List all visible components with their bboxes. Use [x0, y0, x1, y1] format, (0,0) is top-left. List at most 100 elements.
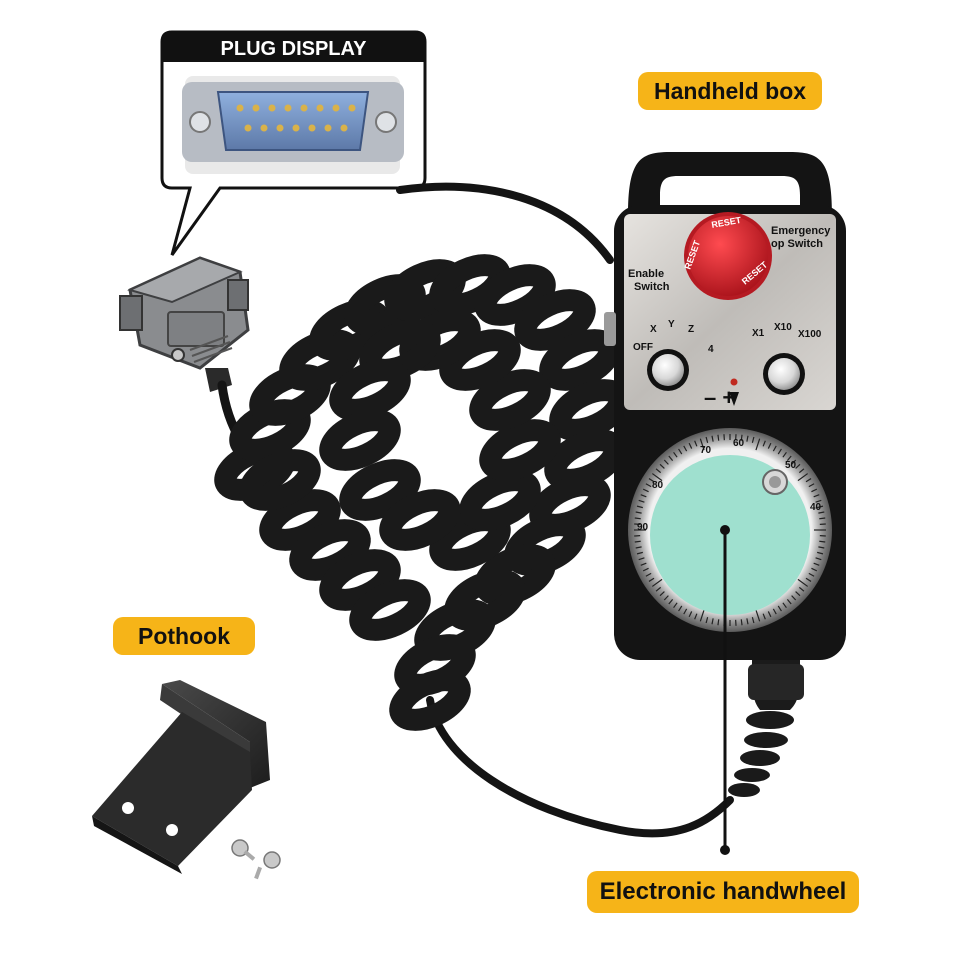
dial-tick [817, 505, 824, 509]
dial-tick [786, 598, 792, 605]
dial-tick [782, 451, 787, 458]
dial-tick [772, 445, 777, 452]
dial-tick [636, 551, 643, 555]
dial-tick [818, 511, 825, 514]
dial-tick [767, 611, 772, 618]
dial-tick [791, 595, 797, 601]
dial-tick [683, 608, 688, 615]
dial-tick [640, 494, 647, 498]
coil-loop [319, 409, 401, 471]
dial-tick [805, 577, 812, 582]
dial-tick [740, 434, 743, 441]
dial-tick [699, 609, 705, 622]
coil-loop [239, 449, 321, 511]
dial-tick [805, 478, 812, 483]
axis-4-label: 4 [708, 344, 714, 355]
pothook-label: Pothook [113, 617, 255, 655]
dial-number: 50 [785, 460, 797, 471]
dial-tick [655, 468, 662, 474]
step-selector[interactable]: X1 X10 X100 [752, 322, 822, 395]
coil-loop [339, 459, 421, 521]
dial-tick [655, 586, 662, 592]
dial-tick [777, 448, 782, 455]
step-x100-label: X100 [798, 329, 822, 340]
dial-tick [640, 562, 647, 566]
coil-loop [514, 289, 596, 351]
dial-tick [782, 602, 787, 609]
dial-tick [651, 473, 663, 482]
dial-tick [817, 551, 824, 555]
coil-loop [379, 489, 461, 551]
dial-tick [642, 567, 649, 572]
emergency-stop-button[interactable]: RESET RESET RESET [682, 212, 772, 300]
dial-tick [772, 608, 777, 615]
dial-tick [815, 557, 822, 561]
axis-off-label: OFF [633, 342, 653, 353]
dial-tick [791, 459, 797, 465]
dial-tick [795, 591, 801, 597]
dial-tick [688, 611, 693, 618]
dial-tick [819, 540, 826, 543]
electronic-handwheel-label: Electronic handwheel [587, 871, 859, 913]
dial-tick [648, 478, 655, 483]
dial-tick [808, 572, 815, 577]
handheld-box-label: Handheld box [638, 72, 822, 110]
plug-display-callout [160, 30, 427, 256]
dial-tick [797, 473, 809, 482]
coil-loop [349, 579, 431, 641]
dial-tick [762, 613, 766, 620]
axis-selector[interactable]: OFF X Y Z 4 [633, 319, 714, 391]
dial-tick [798, 586, 805, 592]
step-x1-label: X1 [752, 328, 765, 339]
dial-tick [705, 617, 709, 624]
dial-tick [678, 448, 683, 455]
dial-tick [815, 499, 822, 503]
db15-plug-photo [182, 76, 404, 174]
emergency-label-line1: Emergency [771, 225, 831, 237]
dial-tick [688, 442, 693, 449]
dial-tick [711, 435, 714, 442]
dial-tick [813, 494, 820, 498]
dial-tick [819, 517, 826, 520]
dial-tick [645, 483, 652, 488]
dial-tick [818, 546, 825, 549]
dial-tick [683, 445, 688, 452]
dial-tick [634, 517, 641, 520]
dial-tick [786, 455, 792, 462]
cable-connector-hood [119, 256, 250, 392]
enable-label-line1: Enable [628, 268, 664, 280]
dial-tick [638, 557, 645, 561]
dial-tick [645, 572, 652, 577]
dial-number: 80 [652, 480, 664, 491]
dial-tick [711, 618, 714, 625]
dial-tick [659, 591, 665, 597]
coil-loop [389, 669, 471, 731]
emergency-label-line2: op Switch [771, 238, 823, 250]
dial-tick [798, 468, 805, 474]
coil-loop [469, 369, 551, 431]
dial-tick [659, 463, 665, 469]
dial-tick [638, 499, 645, 503]
axis-x-label: X [650, 324, 657, 335]
dial-tick [635, 511, 642, 514]
dial-tick [668, 455, 674, 462]
dial-tick [811, 567, 818, 572]
dial-tick [746, 435, 749, 442]
dial-tick [717, 434, 720, 441]
strain-relief [728, 660, 804, 797]
coil-loop [479, 419, 561, 481]
dial-number: 70 [700, 445, 712, 456]
dial-tick [673, 451, 678, 458]
dial-tick [673, 602, 678, 609]
dial-tick [663, 459, 669, 465]
coil-loop [344, 274, 426, 336]
dial-tick [694, 613, 698, 620]
dial-tick [740, 619, 743, 626]
dial-tick [808, 483, 815, 488]
status-led [730, 378, 738, 386]
enable-label-line2: Switch [634, 281, 670, 293]
coil-loop [459, 469, 541, 531]
plug-display-label: PLUG DISPLAY [220, 37, 367, 60]
pothook-bracket [92, 680, 270, 874]
